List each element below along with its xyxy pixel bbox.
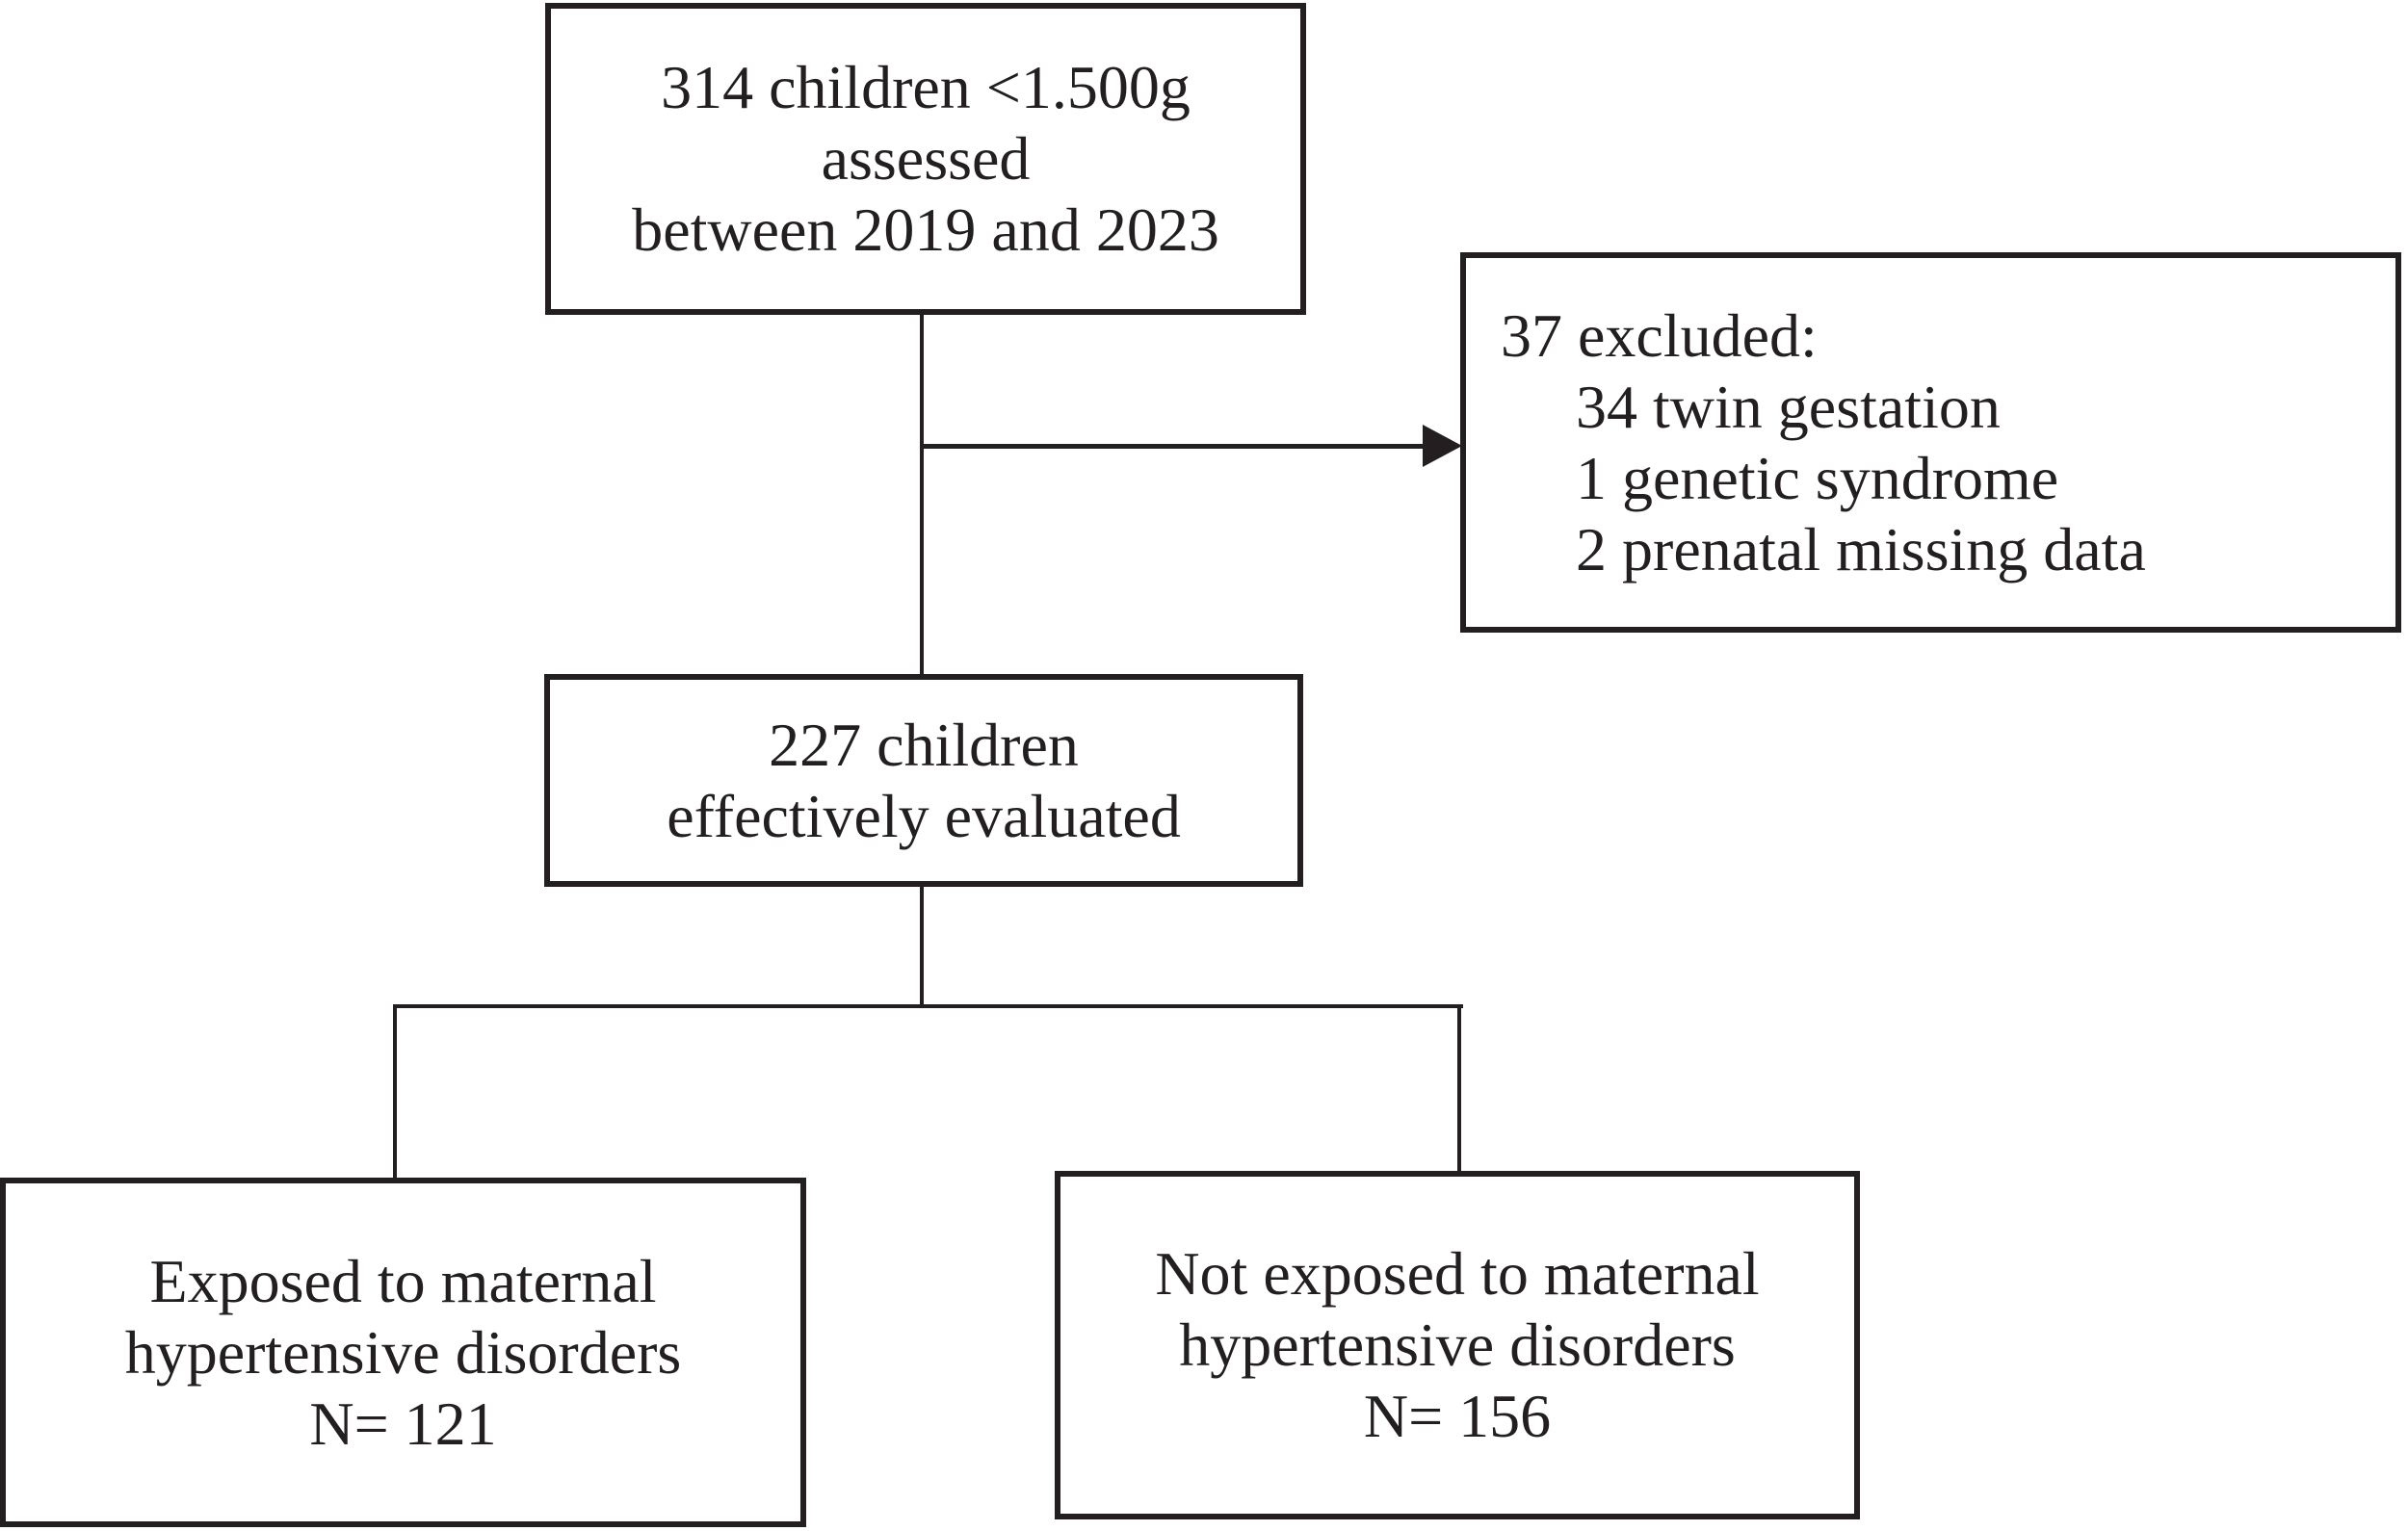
- connector-branch-to-not-exposed: [1457, 1004, 1461, 1173]
- not-exposed-count: N= 156: [1363, 1382, 1552, 1450]
- assessed-line-3: between 2019 and 2023: [632, 195, 1219, 264]
- not-exposed-group-box: Not exposed to maternal hypertensive dis…: [1055, 1171, 1860, 1519]
- exposed-line-1: Exposed to maternal: [149, 1246, 657, 1315]
- evaluated-line-1: 227 children: [769, 710, 1079, 779]
- excluded-item-2: 1 genetic syndrome: [1576, 443, 2059, 512]
- excluded-title: 37 excluded:: [1501, 300, 1818, 370]
- excluded-box: 37 excluded: 34 twin gestation 1 genetic…: [1460, 252, 2401, 633]
- assessed-line-2: assessed: [821, 124, 1031, 193]
- not-exposed-line-1: Not exposed to maternal: [1155, 1239, 1760, 1308]
- arrow-right-icon: [1423, 425, 1462, 467]
- exposed-line-2: hypertensive disorders: [124, 1317, 682, 1387]
- connector-assessed-to-evaluated: [920, 315, 924, 677]
- not-exposed-line-2: hypertensive disorders: [1179, 1310, 1736, 1379]
- connector-evaluated-to-branch: [920, 887, 924, 1006]
- connector-exclusion-arrow-shaft: [922, 444, 1425, 449]
- evaluated-box: 227 children effectively evaluated: [544, 674, 1303, 887]
- assessed-box: 314 children <1.500g assessed between 20…: [545, 3, 1306, 315]
- exposed-count: N= 121: [309, 1388, 497, 1458]
- excluded-item-3: 2 prenatal missing data: [1576, 514, 2146, 584]
- connector-branch-horizontal: [393, 1004, 1463, 1008]
- evaluated-line-2: effectively evaluated: [667, 781, 1181, 850]
- excluded-item-1: 34 twin gestation: [1576, 372, 2001, 441]
- exposed-group-box: Exposed to maternal hypertensive disorde…: [0, 1178, 806, 1527]
- connector-branch-to-exposed: [393, 1004, 397, 1180]
- assessed-line-1: 314 children <1.500g: [661, 53, 1191, 121]
